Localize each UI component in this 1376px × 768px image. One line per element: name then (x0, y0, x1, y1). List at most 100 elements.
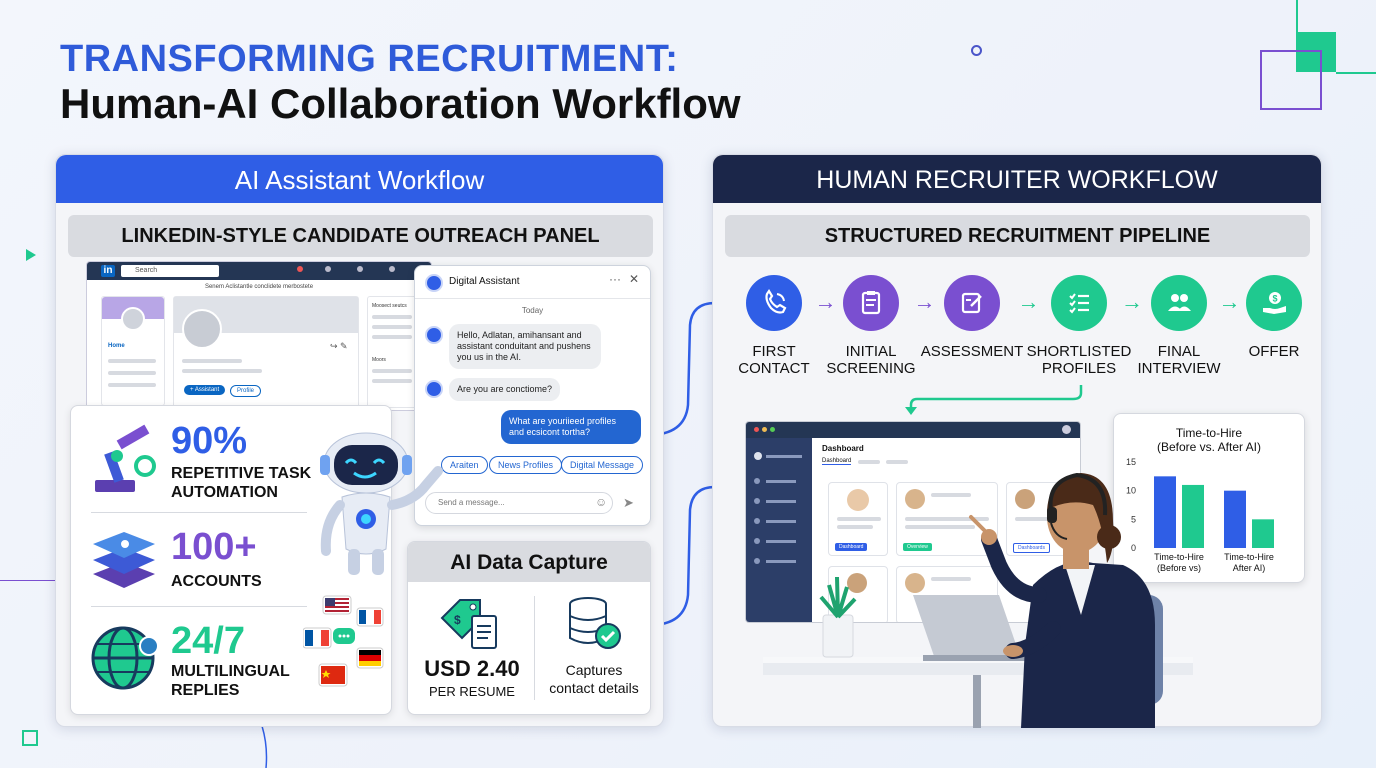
chart-bar (1224, 490, 1246, 548)
price-unit: PER RESUME (429, 684, 515, 699)
price-tag-document-icon: $ (440, 599, 497, 649)
edit-icon (961, 292, 982, 314)
y-tick-label: 15 (1126, 457, 1136, 467)
y-tick-label: 5 (1131, 514, 1136, 524)
linkedin-topbar: in Search (87, 262, 431, 280)
more-icon[interactable]: ··· (609, 272, 621, 286)
linkedin-search-input[interactable]: Search (121, 265, 219, 277)
quick-reply-chip[interactable]: Araiten (441, 456, 488, 474)
page-title-line1: TRANSFORMING RECRUITMENT: (60, 38, 679, 80)
pipeline-stage-2[interactable] (843, 275, 899, 331)
pipeline-arrow-icon: → (1218, 289, 1241, 314)
dashboard-topbar (746, 422, 1080, 438)
assistant-button[interactable]: + Assistant (184, 385, 226, 395)
recruiter-illustration (763, 472, 1193, 728)
linkedin-headline: Senem Aclistantle conclidete merbostete (204, 284, 314, 290)
sidebar-item-home[interactable]: Home (108, 343, 125, 349)
tab-dashboard[interactable]: Dashboard (822, 458, 852, 465)
svg-text:$: $ (454, 613, 461, 627)
user-icon[interactable] (1062, 425, 1071, 434)
chart-bar (1182, 484, 1204, 548)
captures-line1: Captures (565, 662, 623, 678)
card-button[interactable]: Dashboard (835, 543, 868, 551)
ai-panel-header: AI Assistant Workflow (56, 155, 663, 203)
chat-message-input[interactable]: Send a message... (425, 492, 613, 514)
quick-reply-chip[interactable]: Digital Message (561, 456, 644, 474)
send-icon[interactable]: ➤ (623, 495, 634, 510)
messaging-icon[interactable] (389, 266, 395, 272)
chart-bar (1154, 476, 1176, 548)
card-button[interactable]: Dashboards (1013, 543, 1050, 553)
data-capture-title: AI Data Capture (408, 542, 650, 582)
pipeline-stage-6[interactable]: $ (1246, 275, 1302, 331)
pipeline-arrow-icon: → (1121, 289, 1143, 314)
avatar (182, 309, 222, 349)
people-icon (1168, 294, 1191, 311)
page-title-line2: Human-AI Collaboration Workflow (60, 80, 741, 127)
robot-assistant-icon (320, 432, 443, 575)
decorative-line (0, 580, 56, 581)
price-value: USD 2.40 (424, 656, 520, 681)
network-icon[interactable] (325, 266, 331, 272)
ai-assistant-panel: AI Assistant Workflow LINKEDIN-STYLE CAN… (55, 154, 664, 727)
stat-label: MULTILINGUAL REPLIES (171, 663, 290, 699)
profile-button[interactable]: Profile (230, 385, 262, 397)
stat-label: REPETITIVE TASK AUTOMATION (171, 465, 312, 501)
pipeline-title: STRUCTURED RECRUITMENT PIPELINE (725, 215, 1310, 257)
pipeline-stage-1[interactable] (746, 275, 802, 331)
y-tick-label: 10 (1126, 486, 1136, 496)
pipeline-arrow-icon: → (814, 289, 837, 314)
decorative-square-outline (22, 730, 38, 746)
pipeline-stage-label: ASSESSMENT (920, 343, 1024, 360)
captures-line2: contact details (549, 680, 639, 696)
recruiter-dashboard: Dashboard Dashboard Dashboard Overview D… (745, 421, 1081, 623)
outreach-panel-title: LINKEDIN-STYLE CANDIDATE OUTREACH PANEL (68, 215, 653, 257)
pipeline-stage-label: OFFER (1248, 343, 1300, 360)
candidate-card[interactable]: Overview (896, 482, 998, 556)
decorative-square-filled (1296, 32, 1336, 72)
pipeline-stage-3[interactable] (944, 275, 1000, 331)
recruiter-panel-header: HUMAN RECRUITER WORKFLOW (713, 155, 1321, 203)
linkedin-window: in Search Senem Aclistantle conclidete m… (86, 261, 432, 411)
pipeline-stage-4[interactable] (1051, 275, 1107, 331)
svg-text:$: $ (1273, 294, 1278, 304)
linkedin-profile-card: + Assistant Profile ↪ ✎ (173, 296, 359, 408)
y-tick-label: 0 (1131, 543, 1136, 553)
emoji-icon[interactable]: ☺ (595, 495, 608, 509)
chat-title: Digital Assistant (449, 276, 520, 287)
jobs-icon[interactable] (357, 266, 363, 272)
chat-date: Today (521, 306, 544, 315)
notification-icon[interactable] (297, 266, 303, 272)
money-hand-icon: $ (1263, 292, 1286, 314)
pipeline-stage-5[interactable] (1151, 275, 1207, 331)
close-icon[interactable]: ✕ (629, 272, 640, 286)
candidate-card[interactable]: Dashboard (828, 482, 888, 556)
card-button[interactable]: Overview (903, 543, 932, 551)
user-message: What are youriieed profiles and ecsicont… (501, 410, 641, 444)
share-icon[interactable]: ↪ ✎ (330, 341, 348, 351)
globe-icon (91, 626, 159, 690)
x-category-label: (Before vs) (1157, 563, 1201, 573)
linkedin-logo: in (101, 265, 115, 277)
phone-icon (765, 288, 787, 314)
avatar (121, 307, 145, 331)
x-category-label: Time-to-Hire (1224, 552, 1274, 562)
bot-message: Hello, Adlatan, amihansant and assistant… (449, 324, 601, 369)
dashboard-sidebar (746, 438, 812, 622)
human-recruiter-panel: HUMAN RECRUITER WORKFLOW STRUCTURED RECR… (712, 154, 1322, 728)
digital-assistant-chat: Digital Assistant ··· ✕ Today Hello, Adl… (414, 265, 651, 526)
clipboard-icon (861, 291, 881, 315)
stat-value: 24/7 (171, 620, 245, 662)
stacked-layers-icon (93, 532, 155, 588)
quick-reply-chip[interactable]: News Profiles (489, 456, 563, 474)
chart-bar (1252, 519, 1274, 548)
ai-data-capture-card: AI Data Capture $ USD 2.40 PER RESUME Ca… (407, 541, 651, 715)
database-check-icon (569, 597, 621, 649)
decorative-square-outline (1260, 50, 1322, 110)
down-arrow-icon (905, 385, 1083, 415)
